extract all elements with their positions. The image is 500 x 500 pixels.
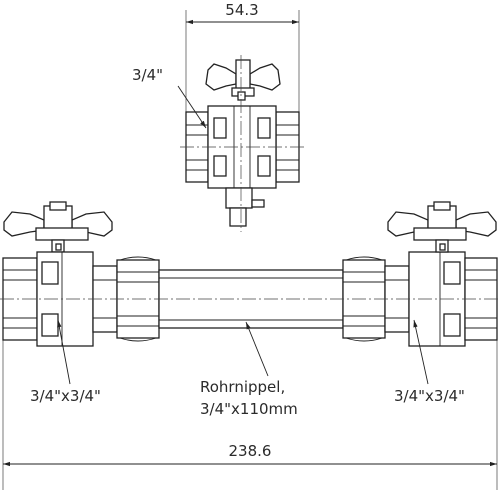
left-valve-leader-line [57,319,71,385]
top-width-dimension-text: 54.3 [225,1,258,19]
right-valve-flat-lower [443,313,461,337]
overall-length-dimension-text: 238.6 [229,442,272,460]
top-valve-drain-cap [251,199,265,208]
main-assembly [0,201,500,347]
left-valve-thread-label: 3/4"x3/4" [30,387,101,405]
right-valve-leader-line [413,319,429,385]
left-valve-handle-nut [49,201,67,211]
left-valve-flat-lower [41,313,59,337]
top-valve-handle-right-wing [249,63,281,91]
left-valve-flat-upper [41,261,59,285]
top-valve-leader-line [177,85,207,129]
bottom-dimension: 238.6 [2,340,498,490]
right-valve-thread-label: 3/4"x3/4" [394,387,465,405]
top-valve-flat-lower [213,155,227,177]
top-valve-flat-upper-right [257,117,271,139]
top-valve-drain-nozzle [229,207,247,227]
top-valve-stem-pin [237,91,246,101]
top-ball-valve [180,55,305,232]
top-valve-flat-lower-right [257,155,271,177]
right-valve-handle-nut [433,201,451,211]
top-valve-handle-left-wing [205,63,237,91]
top-valve-thread-label: 3/4" [132,66,163,84]
nipple-leader-line [245,321,269,377]
right-valve-stem-collar [413,227,467,241]
top-valve-handle-hub [235,59,251,91]
left-valve-stem-collar [35,227,89,241]
nipple-label-line2: 3/4"x110mm [200,400,298,418]
left-valve-stem-pin [55,243,62,251]
top-valve-drain-body [225,187,253,209]
right-valve-stem-pin [439,243,446,251]
top-valve-flat-upper [213,117,227,139]
nipple-label-line1: Rohrnippel, [200,378,285,396]
right-valve-flat-upper [443,261,461,285]
